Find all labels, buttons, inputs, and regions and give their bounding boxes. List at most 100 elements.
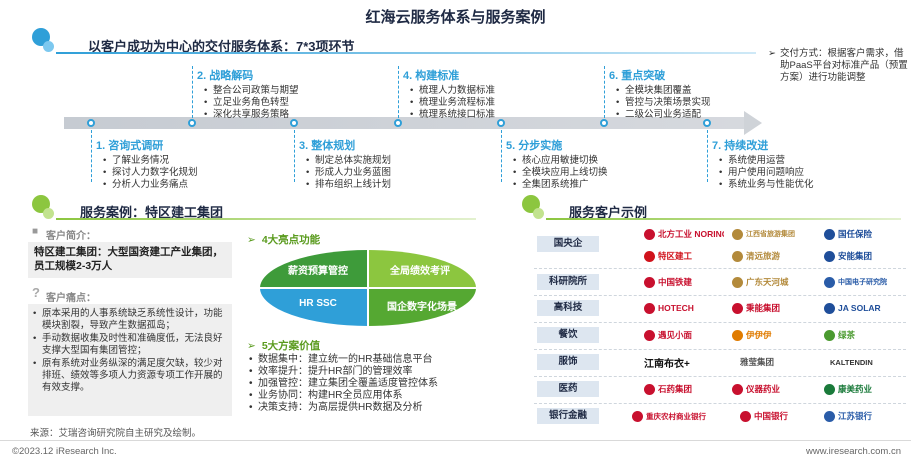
logo-icon (632, 410, 643, 422)
category-label: 银行金融 (537, 408, 599, 424)
step-connector-3 (294, 130, 295, 182)
step-item: 立足业务角色转型 (203, 97, 299, 109)
values-list: 数据集中：建立统一的HR基础信息平台 效率提升：提升HR部门的管理效率 加强管控… (248, 354, 438, 414)
logo-icon (732, 329, 743, 341)
step-connector-4 (398, 66, 399, 118)
source-note: 来源：艾瑞咨询研究院自主研究及绘制。 (30, 428, 202, 439)
customer-logo: 中国银行 (740, 404, 816, 428)
customer-name: 重庆农村商业银行 (646, 411, 706, 421)
highlight-item: 国企数字化场景 (387, 302, 457, 313)
arrow-bullet-icon: ➢ (768, 48, 776, 59)
step-connector-6 (604, 66, 605, 118)
logo-icon (644, 276, 655, 288)
customer-name: JA SOLAR (838, 303, 881, 313)
pain-label: 客户痛点： (46, 293, 96, 304)
customer-logo: 江南布衣+ (644, 350, 724, 374)
step-1: 1. 咨询式调研 了解业务情况 探讨人力数字化规划 分析人力业务痛点 (96, 137, 198, 191)
logo-icon (824, 329, 835, 341)
row-divider (534, 268, 906, 269)
step-item: 探讨人力数字化规划 (102, 167, 198, 179)
step-title: 3. 整体规划 (299, 140, 356, 152)
section-title-case: 服务案例：特区建工集团 (80, 205, 224, 220)
customer-name: 石药集团 (658, 384, 693, 394)
step-title: 5. 分步实施 (506, 140, 563, 152)
value-item: 决策支持：为高层提供HR数据及分析 (248, 402, 438, 414)
step-item: 核心应用敏捷切换 (512, 155, 608, 167)
logo-icon (740, 410, 751, 422)
customer-logo: 国任保险 (824, 222, 904, 246)
step-item: 分析人力业务痛点 (102, 179, 198, 191)
customer-logo: 秉能集团 (732, 296, 816, 320)
highlight-item: 薪资预算管控 (288, 266, 348, 277)
category-label: 国央企 (537, 236, 599, 252)
customer-name: 绿茶 (838, 330, 856, 340)
customer-logo: 石药集团 (644, 377, 724, 401)
section-underline (546, 218, 901, 220)
customer-name: 中国银行 (754, 411, 789, 421)
values-title-text: 5大方案价值 (261, 340, 321, 352)
step-item: 用户使用问题响应 (718, 167, 814, 179)
customer-logo: 中国电子研究院 (824, 270, 904, 294)
intro-label: 客户简介： (46, 231, 96, 242)
step-title: 1. 咨询式调研 (96, 140, 164, 152)
customer-name: 康美药业 (838, 384, 873, 394)
pain-item: 原有系统对业务纵深的满足度欠缺，较少对排班、绩效等多项人力资源专项工作开展的有效… (32, 358, 226, 394)
intro-text: 特区建工集团：大型国资建工产业集团，员工规模2-3万人 (34, 246, 223, 272)
logo-icon (644, 228, 655, 240)
category-label: 医药 (537, 381, 599, 397)
logo-icon (732, 302, 743, 314)
category-label: 餐饮 (537, 327, 599, 343)
step-item: 制定总体实施规划 (305, 155, 391, 167)
step-item: 系统业务与性能优化 (718, 179, 814, 191)
step-item: 二级公司业务适配 (615, 109, 711, 121)
value-item: 数据集中：建立统一的HR基础信息平台 (248, 354, 438, 366)
step-dot-4 (394, 119, 402, 127)
step-4: 4. 构建标准 梳理人力数据标准 梳理业务流程标准 梳理系统接口标准 (403, 67, 495, 121)
step-item: 梳理业务流程标准 (409, 97, 495, 109)
highlights-title-text: 4大亮点功能 (261, 234, 321, 246)
footer-divider (0, 440, 911, 441)
logo-icon (824, 250, 835, 262)
row-divider (534, 295, 906, 296)
step-connector-5 (501, 130, 502, 182)
logo-icon (732, 383, 743, 395)
arrow-bullet-icon: ➢ (247, 234, 256, 246)
step-item: 深化共享服务策略 (203, 109, 299, 121)
highlight-item: HR SSC (299, 298, 337, 309)
customer-logo: 安能集团 (824, 244, 904, 268)
step-item: 系统使用运营 (718, 155, 814, 167)
step-5: 5. 分步实施 核心应用敏捷切换 全模块应用上线切换 全集团系统推广 (506, 137, 608, 191)
customer-name: 江苏银行 (838, 411, 873, 421)
logo-icon (644, 329, 655, 341)
customer-name: 广东天河城 (746, 277, 789, 287)
customer-logo: 中国铁建 (644, 270, 724, 294)
section-icon (32, 195, 54, 219)
customer-logo: 广东天河城 (732, 270, 816, 294)
row-divider (534, 349, 906, 350)
step-title: 2. 战略解码 (197, 70, 254, 82)
arrow-bullet-icon: ➢ (247, 340, 256, 352)
step-7: 7. 持续改进 系统使用运营 用户使用问题响应 系统业务与性能优化 (712, 137, 814, 191)
customer-logo: 江西省旅游集团 (732, 222, 816, 246)
pain-item: 原本采用的人事系统缺乏系统性设计，功能模块割裂，导致产生数据孤岛； (32, 308, 226, 332)
value-item: 效率提升：提升HR部门的管理效率 (248, 366, 438, 378)
step-dot-1 (87, 119, 95, 127)
customer-name: 中国电子研究院 (838, 279, 887, 286)
customer-name: 特区建工 (658, 251, 693, 261)
customer-name: KALTENDIN (830, 357, 873, 367)
logo-icon (824, 383, 835, 395)
customer-name: HOTECH (658, 303, 694, 313)
category-label: 科研院所 (537, 274, 599, 290)
step-item: 形成人力业务蓝图 (305, 167, 391, 179)
step-dot-2 (188, 119, 196, 127)
customer-logo: 特区建工 (644, 244, 724, 268)
customer-logo: 雅莹集团 (740, 350, 816, 374)
logo-icon (824, 276, 835, 288)
step-item: 梳理系统接口标准 (409, 109, 495, 121)
step-dot-5 (497, 119, 505, 127)
step-2: 2. 战略解码 整合公司政策与期望 立足业务角色转型 深化共享服务策略 (197, 67, 299, 121)
customer-logo: 康美药业 (824, 377, 904, 401)
value-item: 业务协同：构建HR全员应用体系 (248, 390, 438, 402)
person-icon: ■ (32, 226, 39, 237)
step-item: 全集团系统推广 (512, 179, 608, 191)
